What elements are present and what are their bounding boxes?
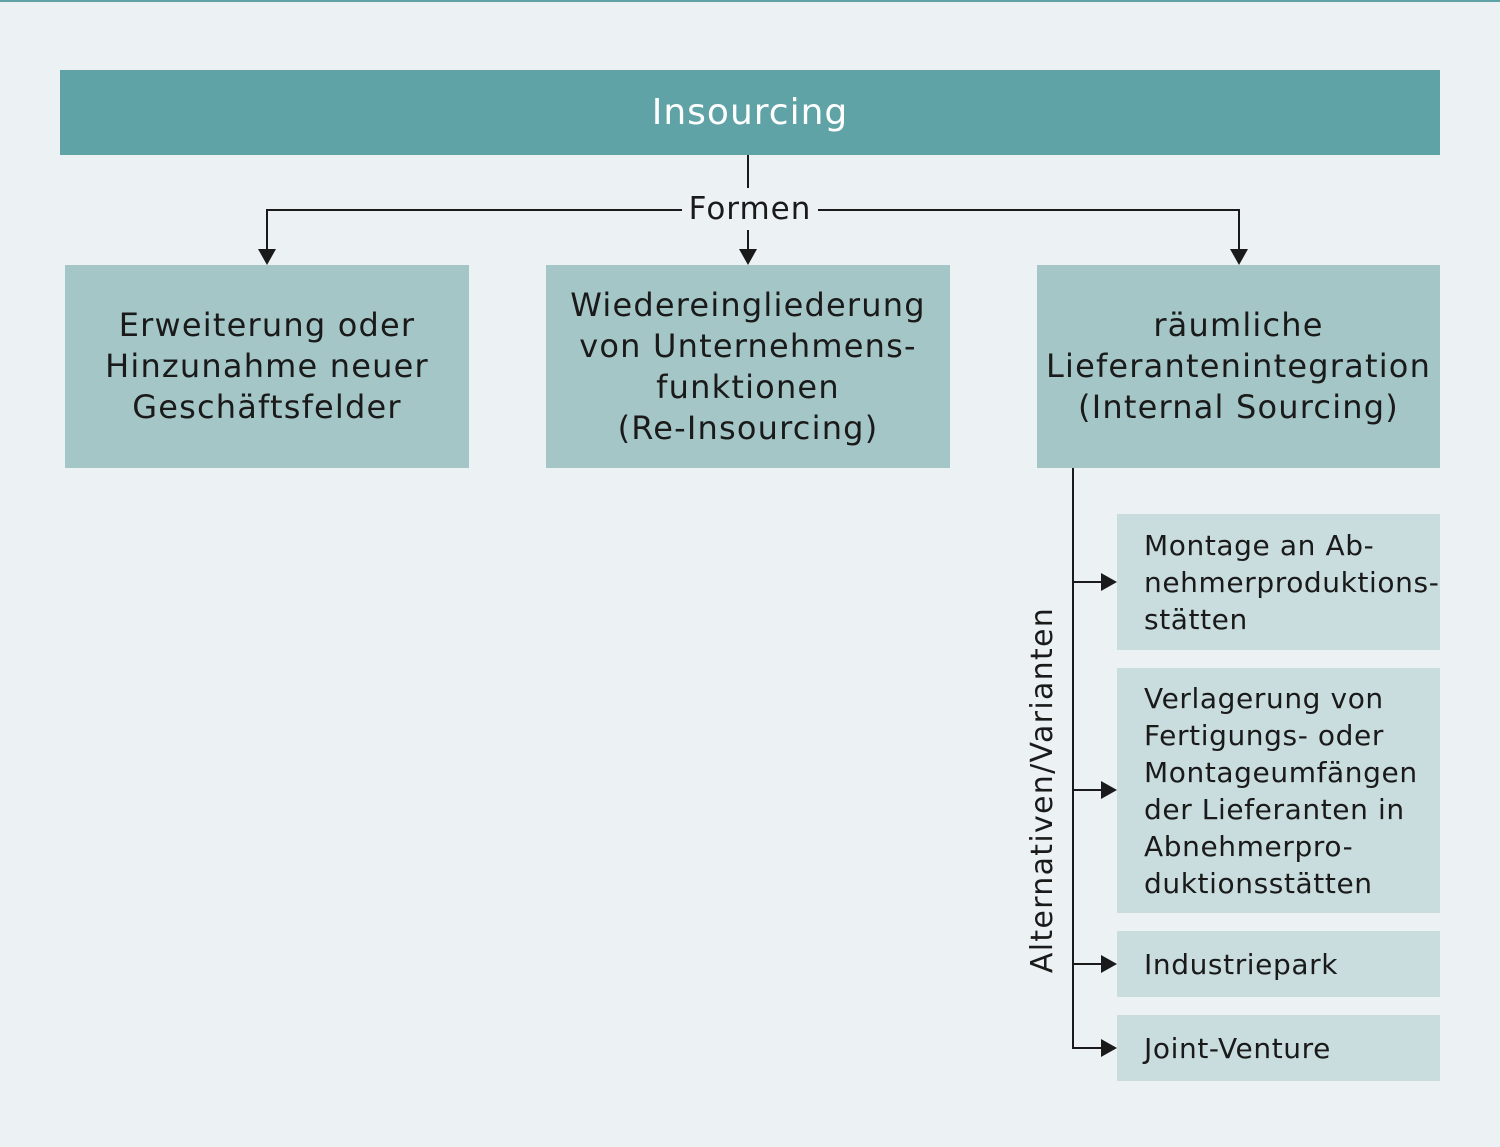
form-box-erweiterung: Erweiterung oder Hinzunahme neuer Geschä…: [65, 265, 469, 468]
form-box-internal-sourcing: räumliche Lieferantenintegration (Intern…: [1037, 265, 1440, 468]
form-label: räumliche Lieferantenintegration (Intern…: [1045, 306, 1432, 426]
variant-box-joint-venture: Joint-Venture: [1117, 1015, 1440, 1081]
variant-label: Montage an Ab- nehmerproduktions- stätte…: [1144, 528, 1440, 636]
top-rule: [0, 0, 1500, 2]
variant-box-montage: Montage an Ab- nehmerproduktions- stätte…: [1117, 514, 1440, 650]
variant-box-industriepark: Industriepark: [1117, 931, 1440, 997]
variant-label: Joint-Venture: [1144, 1031, 1331, 1065]
formen-label: Formen: [682, 188, 818, 230]
variant-label: Verlagerung von Fertigungs- oder Montage…: [1144, 681, 1418, 900]
variants-axis-label: Alternativen/Varianten: [1025, 606, 1060, 974]
variant-label: Industriepark: [1144, 947, 1339, 981]
form-label: Erweiterung oder Hinzunahme neuer Geschä…: [105, 306, 429, 426]
header-title: Insourcing: [651, 92, 849, 133]
insourcing-header: Insourcing: [60, 70, 1440, 155]
form-label: Wiedereingliederung von Unternehmens- fu…: [570, 285, 926, 447]
variant-box-verlagerung: Verlagerung von Fertigungs- oder Montage…: [1117, 668, 1440, 913]
form-box-re-insourcing: Wiedereingliederung von Unternehmens- fu…: [546, 265, 950, 468]
